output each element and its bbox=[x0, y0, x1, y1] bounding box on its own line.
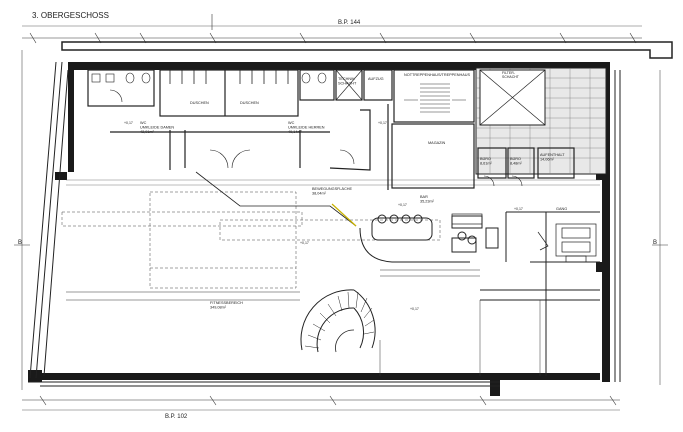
brick-shaft bbox=[475, 67, 607, 175]
elevator-shaft bbox=[335, 69, 363, 101]
height-marker-6: +0,17 bbox=[378, 121, 387, 125]
bottom-dimension-line bbox=[22, 395, 620, 411]
section-marker-right: B bbox=[653, 240, 657, 246]
room-label-aufzug: AUFZUG bbox=[368, 77, 384, 81]
room-label-duschen-1: DUSCHEN bbox=[190, 101, 209, 105]
door-swings bbox=[109, 89, 523, 187]
left-dimension-line bbox=[14, 50, 30, 390]
room-label-magazin: MAGAZIN bbox=[428, 141, 446, 145]
height-marker-1: +0,17 bbox=[124, 121, 133, 125]
movement-path bbox=[195, 171, 357, 227]
upper-partitions bbox=[87, 69, 575, 190]
room-label-filter: FILTER-SCHACHT bbox=[502, 71, 520, 79]
interior-lines bbox=[66, 269, 541, 376]
office-furniture bbox=[451, 213, 597, 263]
dimension-bottom-label: B.P. 102 bbox=[165, 414, 188, 420]
height-marker-4: +0,17 bbox=[410, 307, 419, 311]
spiral-staircase bbox=[300, 289, 376, 353]
room-label-treppenhaus: NOTTREPPENHAUS/TREPPENHAUS bbox=[404, 73, 471, 77]
bar-counter bbox=[359, 214, 499, 263]
dimension-top-label: B.P. 144 bbox=[338, 20, 361, 26]
toilet-fixtures bbox=[91, 72, 327, 84]
exterior-walls bbox=[28, 62, 610, 396]
shower-stalls bbox=[169, 70, 289, 84]
height-marker-2: +0,17 bbox=[300, 241, 309, 245]
room-label-duschen-2: DUSCHEN bbox=[240, 101, 259, 105]
room-label-gang: GANG bbox=[556, 207, 567, 211]
roof-slab-outline bbox=[61, 41, 673, 59]
stair-treads bbox=[404, 83, 466, 113]
ceiling-outlines bbox=[61, 191, 441, 289]
facade-windows bbox=[66, 179, 600, 186]
highlight-path bbox=[331, 203, 357, 227]
office-partitions bbox=[480, 211, 600, 376]
slanted-facade bbox=[28, 61, 621, 387]
drawing-title: 3. OBERGESCHOSS bbox=[32, 11, 109, 20]
section-marker-left: B bbox=[18, 240, 22, 246]
right-dimension-line bbox=[652, 70, 668, 385]
height-marker-3: +0,17 bbox=[398, 203, 407, 207]
height-marker-5: +0,17 bbox=[514, 207, 523, 211]
top-dimension-line bbox=[22, 14, 642, 44]
